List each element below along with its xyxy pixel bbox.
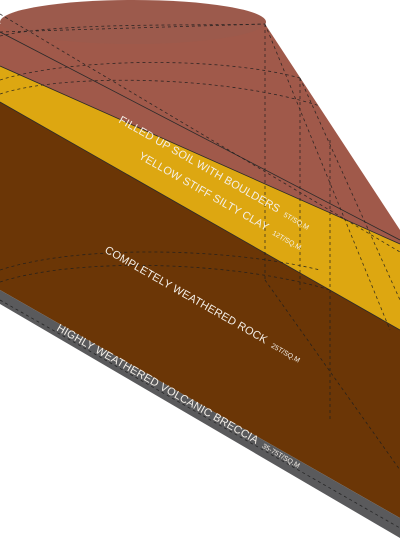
dashed-diagonal-3 bbox=[264, 279, 400, 471]
top-surface-ellipse bbox=[0, 0, 266, 44]
boundary-clay-rock bbox=[0, 101, 400, 331]
boundary-top-fill bbox=[0, 31, 400, 241]
dashed-diagonal-2 bbox=[299, 77, 400, 301]
dashed-diagonal-6 bbox=[0, 299, 400, 529]
dashed-arc-3 bbox=[0, 251, 321, 271]
boundary-fill-clay bbox=[0, 65, 400, 245]
dashed-arc-1 bbox=[0, 62, 301, 81]
dashed-diagonal-1 bbox=[264, 23, 391, 331]
dashed-arc-4 bbox=[0, 265, 331, 291]
layer-completely-weathered-rock bbox=[0, 102, 400, 518]
layer-boundaries bbox=[0, 31, 400, 331]
dashed-construction-lines bbox=[0, 13, 400, 529]
dashed-diagonal-4 bbox=[0, 23, 266, 33]
dashed-arc-2 bbox=[0, 79, 321, 107]
